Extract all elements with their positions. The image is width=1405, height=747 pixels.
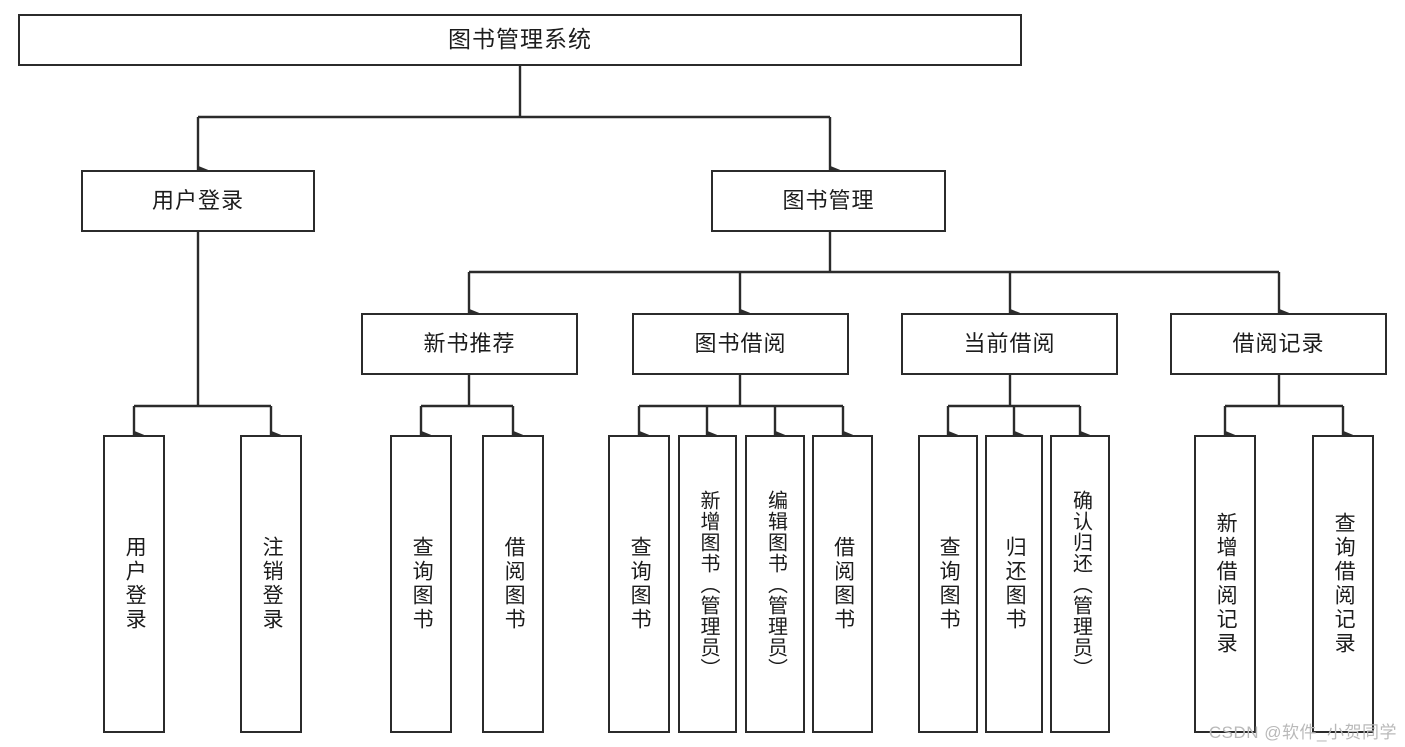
leaf-query-book-recommend[interactable]: 查询图书 bbox=[390, 435, 452, 733]
leaf-borrow-book-recommend[interactable]: 借阅图书 bbox=[482, 435, 544, 733]
leaf-logout[interactable]: 注销登录 bbox=[240, 435, 302, 733]
node-borrow-record[interactable]: 借阅记录 bbox=[1170, 313, 1387, 375]
leaf-query-borrow-record[interactable]: 查询借阅记录 bbox=[1312, 435, 1374, 733]
node-root[interactable]: 图书管理系统 bbox=[18, 14, 1022, 66]
leaf-confirm-return-admin[interactable]: 确认归还（管理员） bbox=[1050, 435, 1110, 733]
node-book-management[interactable]: 图书管理 bbox=[711, 170, 946, 232]
leaf-add-borrow-record[interactable]: 新增借阅记录 bbox=[1194, 435, 1256, 733]
leaf-query-book-borrow[interactable]: 查询图书 bbox=[608, 435, 670, 733]
node-user-login[interactable]: 用户登录 bbox=[81, 170, 315, 232]
leaf-borrow-book[interactable]: 借阅图书 bbox=[812, 435, 873, 733]
node-new-book-recommend[interactable]: 新书推荐 bbox=[361, 313, 578, 375]
leaf-query-book-current[interactable]: 查询图书 bbox=[918, 435, 978, 733]
node-book-borrow[interactable]: 图书借阅 bbox=[632, 313, 849, 375]
leaf-return-book[interactable]: 归还图书 bbox=[985, 435, 1043, 733]
leaf-user-login[interactable]: 用户登录 bbox=[103, 435, 165, 733]
leaf-add-book-admin[interactable]: 新增图书（管理员） bbox=[678, 435, 737, 733]
watermark: CSDN @软件_小贺同学 bbox=[1208, 723, 1397, 742]
node-current-borrow[interactable]: 当前借阅 bbox=[901, 313, 1118, 375]
leaf-edit-book-admin[interactable]: 编辑图书（管理员） bbox=[745, 435, 805, 733]
